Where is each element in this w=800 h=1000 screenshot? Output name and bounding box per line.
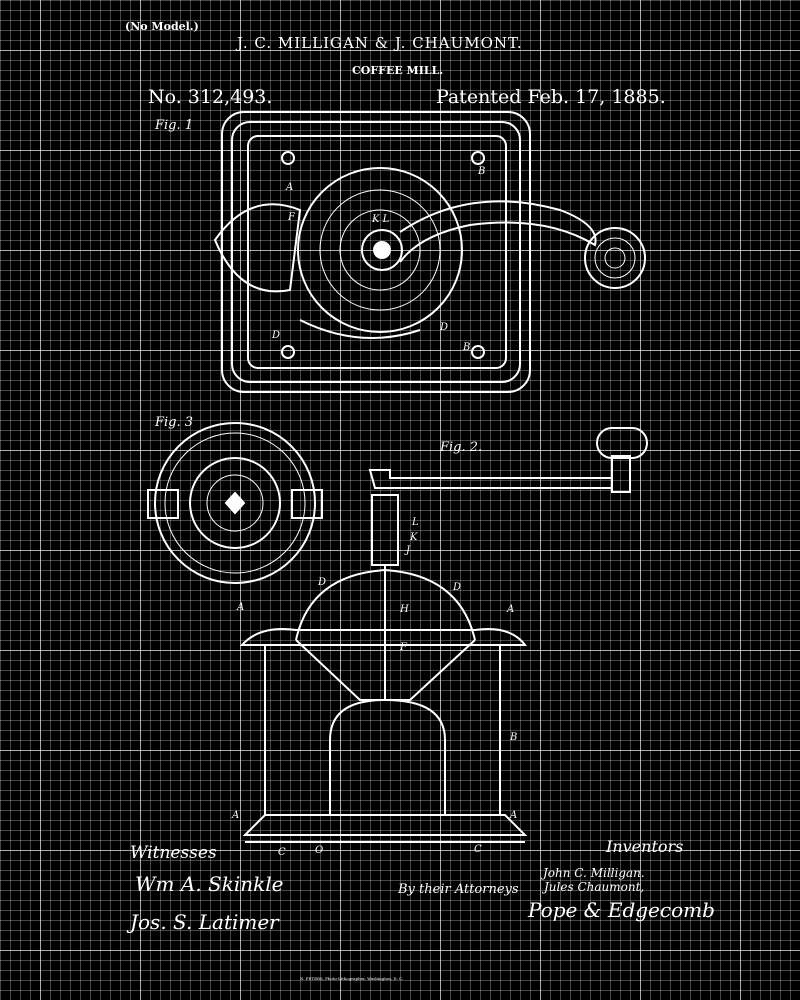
patent-title: COFFEE MILL. <box>352 64 444 77</box>
inventor-name-1: John C. Milligan. <box>543 866 645 880</box>
patent-date: Patented Feb. 17, 1885. <box>436 86 666 108</box>
fig1-top-view <box>213 111 646 393</box>
ref-letter-d4: D <box>452 582 461 593</box>
model-note: (No Model.) <box>125 20 199 33</box>
attorney-signature: Pope & Edgecomb <box>528 898 715 922</box>
witness-signature-2: Jos. S. Latimer <box>130 910 279 934</box>
fig2-label: Fig. 2. <box>440 440 483 455</box>
fig3-label: Fig. 3 <box>155 415 194 430</box>
ref-letter-k2: K <box>409 532 418 543</box>
inventor-names-heading: J. C. MILLIGAN & J. CHAUMONT. <box>237 34 523 52</box>
ref-letter-f: F <box>287 212 296 223</box>
ref-letter-a5: A <box>509 810 517 821</box>
inventor-name-2: Jules Chaumont, <box>544 880 645 894</box>
ref-letter-b2: B <box>462 342 470 353</box>
ref-letter-j: J <box>404 545 411 556</box>
ref-letter-c2: C <box>474 844 482 855</box>
ref-letter-c: C <box>278 847 286 858</box>
ref-letter-b: B <box>477 166 485 177</box>
ref-letter-o: O <box>315 845 323 856</box>
ref-letter-k: K L <box>371 214 390 225</box>
ref-letter-a3: A <box>506 604 514 615</box>
ref-letter-d: D <box>439 322 448 333</box>
ref-letter-d3: D <box>317 577 326 588</box>
inventors-label: Inventors <box>606 837 684 856</box>
printer-credit: N. PETERS, Photo-Lithographer, Washingto… <box>300 976 404 981</box>
ref-letter-a2: A <box>236 602 244 613</box>
ref-letter-l: L <box>411 517 419 528</box>
fig3-section-view <box>147 422 323 584</box>
ref-letter-a: A <box>285 182 293 193</box>
ref-letter-h: H <box>399 604 409 615</box>
ref-letter-d2: D <box>271 330 280 341</box>
ref-letter-a4: A <box>231 810 239 821</box>
fig2-side-view <box>239 427 648 843</box>
attorneys-label: By their Attorneys <box>398 882 519 897</box>
patent-number: No. 312,493. <box>148 86 273 108</box>
witness-signature-1: Wm A. Skinkle <box>135 872 284 896</box>
ref-letter-f2: F <box>399 642 408 653</box>
fig1-label: Fig. 1 <box>155 118 194 133</box>
witnesses-label: Witnesses <box>130 843 217 863</box>
ref-letter-b3: B <box>509 732 517 743</box>
